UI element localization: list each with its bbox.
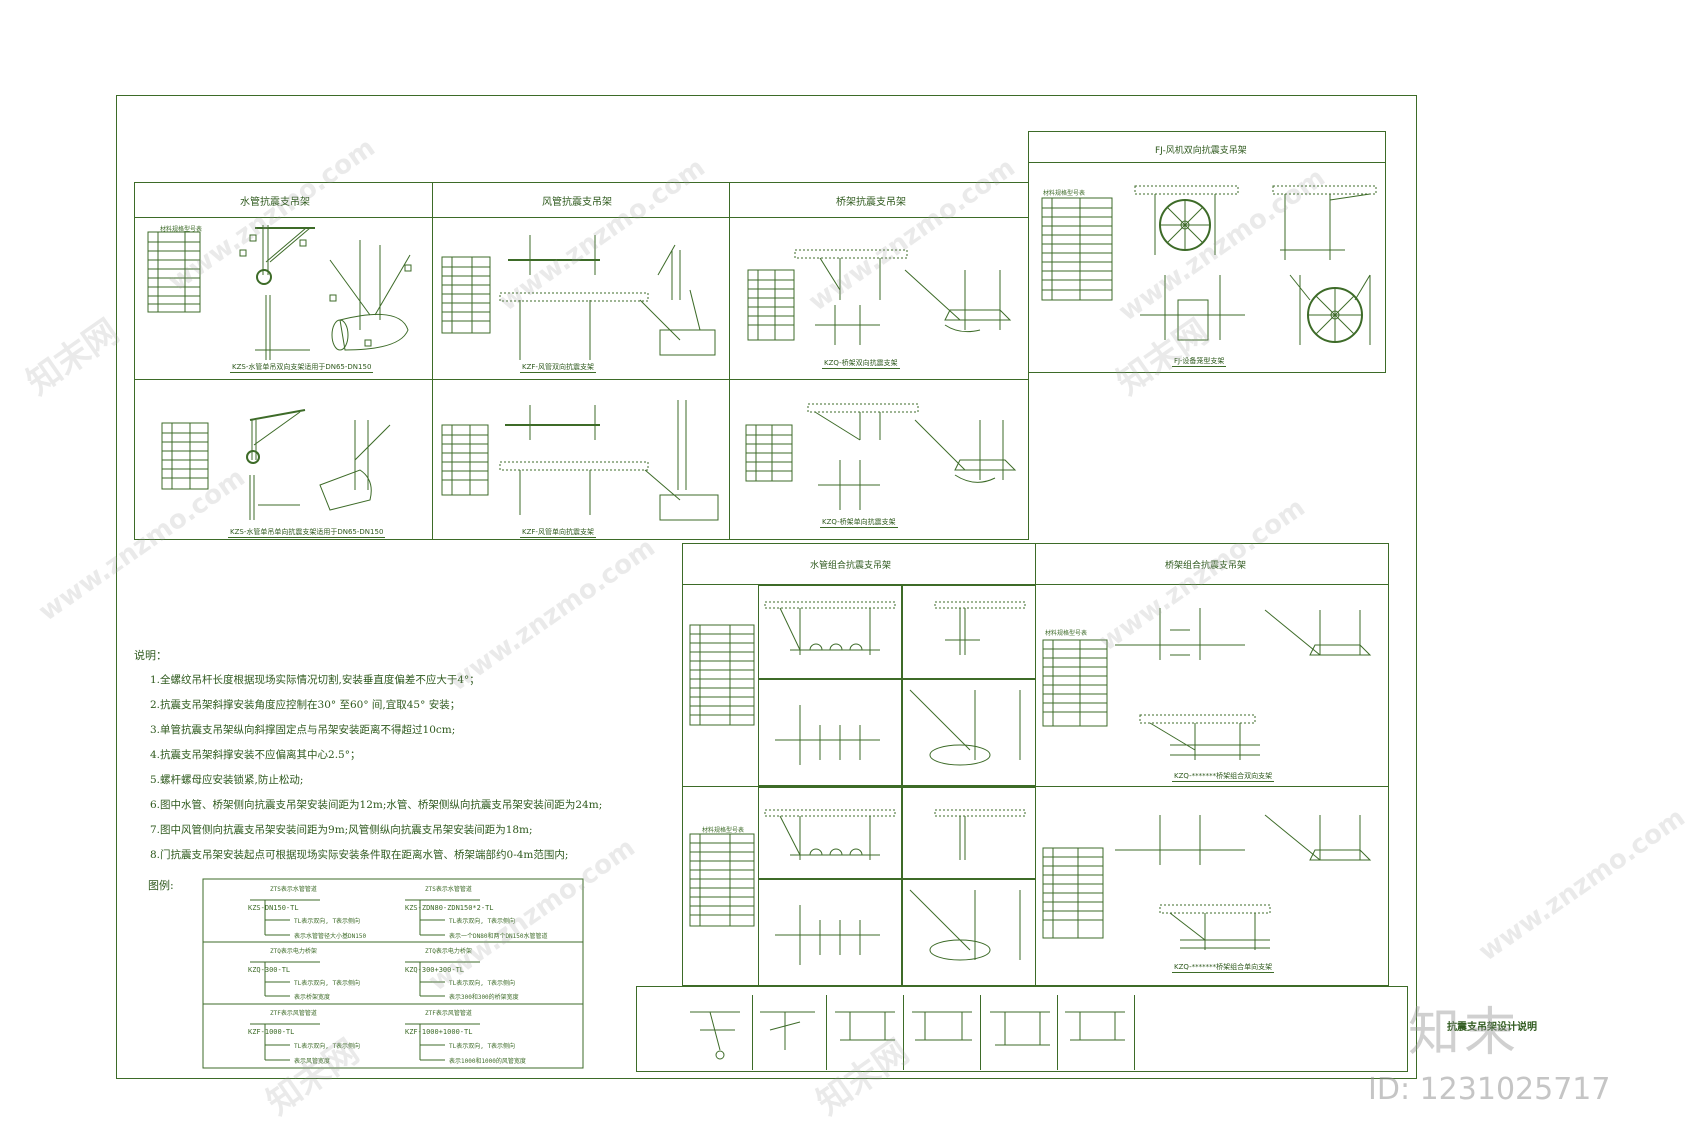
drawing-frame — [116, 95, 1417, 1079]
panel-title-tray: 桥架抗震支吊架 — [836, 197, 906, 208]
legend-a-5: TL表示双向, T表示侧向 — [294, 1043, 361, 1050]
legend-a-6: TL表示双向, T表示侧向 — [449, 1043, 516, 1050]
combo-sub-g — [758, 879, 902, 986]
legend-top-6: ZTF表示风管管道 — [425, 1010, 472, 1017]
note-line-5: 5.螺杆螺母应安装锁紧,防止松动; — [150, 774, 304, 786]
caption-fj-cage: FJ-设备笼型支架 — [1172, 357, 1227, 367]
legend-b-4: 表示300和300的桥架宽度 — [449, 994, 519, 1001]
legend-b-3: 表示桥架宽度 — [294, 994, 331, 1001]
detail-div-4 — [980, 995, 981, 1070]
detail-strip — [636, 986, 1408, 1072]
legend-code-2: KZS-ZDN80-ZDN150*2-TL — [405, 904, 494, 912]
material-table-title-4: 材料规格型号表 — [702, 827, 745, 834]
legend-b-5: 表示风管宽度 — [294, 1058, 331, 1065]
detail-div-5 — [1057, 995, 1058, 1070]
caption-kzq-double: KZQ-桥架双向抗震支架 — [822, 359, 900, 369]
note-line-4: 4.抗震支吊架斜撑安装不应偏离其中心2.5°； — [150, 749, 361, 761]
material-table-title-2: 材料规格型号表 — [1043, 190, 1086, 197]
combo-sub-a — [758, 585, 902, 679]
legend-b-6: 表示1000和1000的风管宽度 — [449, 1058, 526, 1065]
legend-a-2: TL表示双向, T表示侧向 — [449, 918, 516, 925]
panel-title-water-combo: 水管组合抗震支吊架 — [810, 561, 892, 571]
legend-code-3: KZQ-300-TL — [248, 966, 291, 974]
detail-div-3 — [903, 995, 904, 1070]
panel-title-tray-combo: 桥架组合抗震支吊架 — [1165, 561, 1247, 571]
caption-kzf-single: KZF-风管单向抗震支架 — [520, 528, 596, 538]
detail-div-1 — [752, 995, 753, 1070]
combo-sub-d — [902, 679, 1036, 786]
legend-code-4: KZQ-300+300-TL — [405, 966, 465, 974]
combo-mid-line — [682, 786, 1389, 787]
fan-header-line — [1028, 162, 1386, 163]
material-table-title-3: 材料规格型号表 — [1045, 630, 1088, 637]
brand-logo: 知末 — [1408, 1003, 1521, 1063]
caption-kzq-combo-single: KZQ-*******桥架组合单向支架 — [1172, 963, 1275, 973]
caption-kzs-double: KZS-水管单吊双向支架适用于DN65-DN150 — [230, 363, 374, 373]
grid-header-row — [134, 182, 1029, 218]
legend-top-1: ZTS表示水管管道 — [270, 886, 317, 893]
combo-sub-b — [902, 585, 1036, 679]
combo-sub-e — [758, 787, 902, 879]
legend-a-1: TL表示双向, T表示侧向 — [294, 918, 361, 925]
legend-top-2: ZTS表示水管管道 — [425, 886, 472, 893]
note-line-6: 6.图中水管、桥架侧向抗震支吊架安装间距为12m;水管、桥架侧纵向抗震支吊架安装… — [150, 799, 603, 811]
legend-b-2: 表示一个DN80和两个DN150水管管道 — [449, 933, 548, 940]
legend-heading: 图例: — [148, 879, 174, 892]
drawing-id: ID: 1231025717 — [1368, 1072, 1611, 1107]
grid-divider-1 — [432, 182, 433, 540]
material-table-water-1 — [147, 231, 201, 313]
detail-div-2 — [826, 995, 827, 1070]
combo-sub-c — [758, 679, 902, 786]
legend-a-3: TL表示双向, T表示侧向 — [294, 980, 361, 987]
caption-kzs-single: KZS-水管单吊单向抗震支架适用于DN65-DN150 — [228, 528, 386, 538]
panel-title-water: 水管抗震支吊架 — [240, 197, 310, 208]
legend-top-4: ZTQ表示电力桥架 — [425, 948, 472, 955]
caption-kzq-combo-double: KZQ-*******桥架组合双向支架 — [1172, 772, 1275, 782]
notes-heading: 说明： — [134, 649, 167, 662]
note-line-7: 7.图中风管侧向抗震支吊架安装间距为9m;风管侧纵向抗震支吊架安装间距为18m; — [150, 824, 533, 836]
detail-div-6 — [1134, 995, 1135, 1070]
combo-sub-h — [902, 879, 1036, 986]
legend-code-6: KZF-1000+1000-TL — [405, 1028, 473, 1036]
caption-kzq-single: KZQ-桥架单向抗震支架 — [820, 518, 898, 528]
legend-code-5: KZF-1000-TL — [248, 1028, 295, 1036]
panel-title-fan: FJ-风机双向抗震支吊架 — [1155, 146, 1247, 156]
note-line-2: 2.抗震支吊架斜撑安装角度应控制在30° 至60° 间,宜取45° 安装； — [150, 699, 461, 711]
footer-title: 抗震支吊架设计说明 — [1447, 1022, 1537, 1033]
note-line-8: 8.门抗震支吊架安装起点可根据现场实际安装条件取在距离水管、桥架端部约0-4m范… — [150, 849, 569, 861]
legend-top-5: ZTF表示风管管道 — [270, 1010, 317, 1017]
combo-header-line — [682, 584, 1389, 585]
note-line-1: 1.全螺纹吊杆长度根据现场实际情况切割,安装垂直度偏差不应大于4°； — [150, 674, 480, 686]
note-line-3: 3.单管抗震支吊架纵向斜撑固定点与吊架安装距离不得超过10cm; — [150, 724, 456, 736]
combo-sub-f — [902, 787, 1036, 879]
panel-title-duct: 风管抗震支吊架 — [542, 197, 612, 208]
caption-kzf-double: KZF-风管双向抗震支架 — [520, 363, 596, 373]
material-table-title-1: 材料规格型号表 — [160, 226, 203, 233]
legend-b-1: 表示水管管径大小基DN150 — [294, 933, 367, 940]
grid-divider-2 — [729, 182, 730, 540]
legend-code-1: KZS-DN150-TL — [248, 904, 299, 912]
grid-divider-h — [134, 379, 1029, 380]
panel-fan — [1028, 131, 1386, 373]
legend-a-4: TL表示双向, T表示侧向 — [449, 980, 516, 987]
legend-top-3: ZTQ表示电力桥架 — [270, 948, 317, 955]
drawing-line-art — [147, 185, 1377, 1069]
